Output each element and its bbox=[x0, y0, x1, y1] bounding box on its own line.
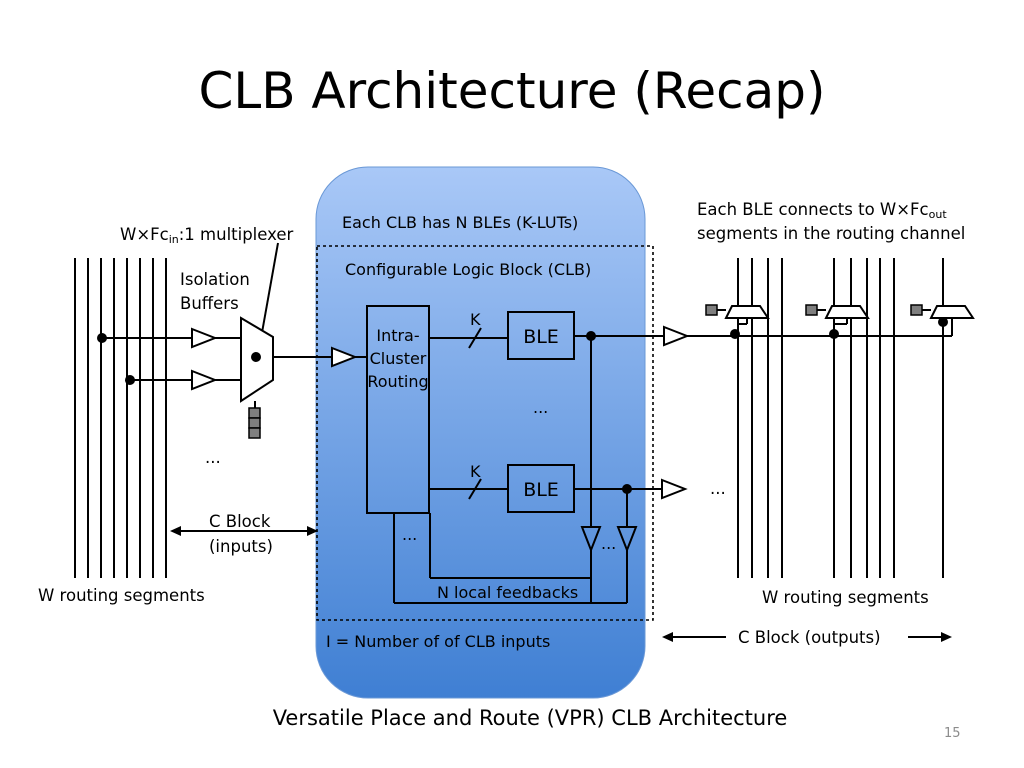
arrowheads bbox=[170, 526, 952, 642]
ble-top-label: BLE bbox=[523, 326, 559, 348]
connect-label-1: Each BLE connects to W×Fcout bbox=[697, 200, 947, 221]
slide-title: CLB Architecture (Recap) bbox=[198, 62, 826, 120]
routing-label-2: Cluster bbox=[370, 349, 427, 368]
routing-label-3: Routing bbox=[367, 372, 428, 391]
ble-bottom-label: BLE bbox=[523, 479, 559, 501]
connect-label-2: segments in the routing channel bbox=[697, 224, 965, 243]
output-switch-taps bbox=[738, 318, 953, 336]
isolation-label-2: Buffers bbox=[180, 294, 239, 313]
isolation-label-1: Isolation bbox=[180, 270, 250, 289]
feedback-buffers bbox=[580, 526, 638, 553]
mux-config-bits bbox=[248, 407, 261, 439]
ble-ellipsis: ... bbox=[533, 398, 548, 417]
junction-dots bbox=[97, 317, 948, 494]
routing-label-1: Intra- bbox=[376, 326, 419, 345]
right-routing-segments: W routing segments bbox=[762, 588, 929, 607]
output-switches bbox=[724, 305, 975, 319]
page-number: 15 bbox=[944, 726, 961, 741]
feedback-ellipsis-right: ... bbox=[601, 534, 616, 553]
cblock-outputs-label: C Block (outputs) bbox=[738, 628, 881, 647]
left-ellipsis: ... bbox=[205, 448, 221, 467]
feedbacks-label: N local feedbacks bbox=[437, 583, 578, 602]
mux-label: W×Fcin:1 multiplexer bbox=[120, 225, 294, 246]
isolation-buffers bbox=[191, 325, 690, 500]
k-label-bottom: K bbox=[470, 462, 481, 481]
clb-header: Each CLB has N BLEs (K-LUTs) bbox=[342, 213, 578, 232]
output-ellipsis: ... bbox=[710, 479, 726, 498]
feedback-ellipsis-left: ... bbox=[402, 525, 417, 544]
cblock-inputs-1: C Block bbox=[209, 512, 271, 531]
output-switch-config bbox=[705, 304, 923, 316]
clb-dashed-boundary bbox=[316, 245, 654, 621]
cblock-inputs-2: (inputs) bbox=[209, 537, 273, 556]
slide-caption: Versatile Place and Route (VPR) CLB Arch… bbox=[272, 706, 788, 730]
clb-inputs-label: I = Number of of CLB inputs bbox=[326, 632, 550, 651]
left-routing-segments: W routing segments bbox=[38, 586, 205, 605]
clb-block-title: Configurable Logic Block (CLB) bbox=[345, 260, 591, 279]
clb-panel bbox=[315, 166, 646, 699]
k-label-top: K bbox=[470, 310, 481, 329]
